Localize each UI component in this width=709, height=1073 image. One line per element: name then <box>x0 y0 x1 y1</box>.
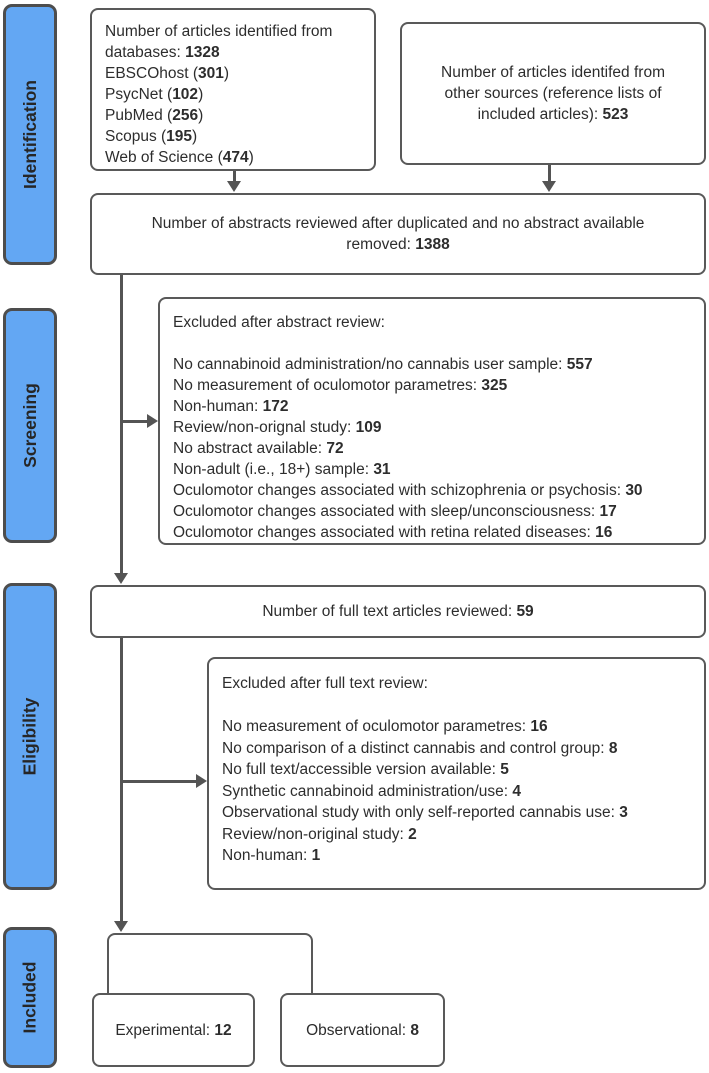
screening-excluded-item: Oculomotor changes associated with sleep… <box>173 503 617 520</box>
arrowhead-fulltext-exclusions <box>196 774 207 788</box>
fulltext-excluded-item: Observational study with only self-repor… <box>222 804 628 821</box>
stage-label-eligibility-text: Eligibility <box>19 697 40 776</box>
branch-line-screening-exclusions <box>120 420 148 423</box>
box-observational: Observational: 8 <box>280 993 445 1067</box>
fulltext-excluded-item: Non-human: 1 <box>222 847 321 864</box>
arrowhead-fulltext-to-included <box>114 921 128 932</box>
screening-excluded-item: Non-adult (i.e., 18+) sample: 31 <box>173 461 391 478</box>
arrowhead-othersources-to-abstracts <box>542 181 556 192</box>
database-item: PubMed (256) <box>105 107 204 124</box>
screening-excluded-item: Non-human: 172 <box>173 398 289 415</box>
stage-label-eligibility: Eligibility <box>3 583 57 890</box>
box-fulltext-excluded: Excluded after full text review: No meas… <box>207 657 706 890</box>
stage-label-included: Included <box>3 927 57 1068</box>
experimental-text: Experimental: 12 <box>115 1021 232 1039</box>
screening-excluded-item: Oculomotor changes associated with retin… <box>173 524 613 541</box>
box-screening-excluded: Excluded after abstract review: No canna… <box>158 297 706 545</box>
blank-line <box>173 333 696 354</box>
stage-label-screening-text: Screening <box>19 383 40 468</box>
stage-label-identification: Identification <box>3 4 57 265</box>
screening-excluded-header: Excluded after abstract review: <box>173 314 385 331</box>
observational-text: Observational: 8 <box>306 1021 419 1039</box>
branch-line-fulltext-exclusions <box>120 780 197 783</box>
box-abstracts-reviewed: Number of abstracts reviewed after dupli… <box>90 193 706 275</box>
fulltext-excluded-item: No comparison of a distinct cannabis and… <box>222 739 618 757</box>
arrow-line-othersources-to-abstracts <box>548 165 551 183</box>
box-databases: Number of articles identified from datab… <box>90 8 376 171</box>
stage-label-screening: Screening <box>3 308 57 543</box>
database-item: EBSCOhost (301) <box>105 65 230 82</box>
database-item: PsycNet (102) <box>105 86 204 103</box>
screening-excluded-item: Oculomotor changes associated with schiz… <box>173 482 643 499</box>
fulltext-excluded-header: Excluded after full text review: <box>222 675 428 692</box>
fulltext-excluded-item: Review/non-original study: 2 <box>222 825 417 843</box>
box-experimental: Experimental: 12 <box>92 993 255 1067</box>
blank-line <box>222 695 696 717</box>
screening-excluded-item: No abstract available: 72 <box>173 440 344 457</box>
arrow-line-abstracts-to-fulltext <box>120 275 123 575</box>
arrowhead-abstracts-to-fulltext <box>114 573 128 584</box>
screening-excluded-item: Review/non-orignal study: 109 <box>173 419 382 436</box>
other-sources-text: Number of articles identifed from other … <box>441 64 665 123</box>
arrow-line-databases-to-abstracts <box>233 171 236 183</box>
screening-excluded-item: No cannabinoid administration/no cannabi… <box>173 356 593 373</box>
fulltext-excluded-item: No measurement of oculomotor parametres:… <box>222 718 548 735</box>
database-item: Scopus (195) <box>105 128 198 145</box>
database-item: Web of Science (474) <box>105 149 254 166</box>
fulltext-excluded-item: Synthetic cannabinoid administration/use… <box>222 782 521 800</box>
fulltext-excluded-item: No full text/accessible version availabl… <box>222 761 509 778</box>
included-split-connector <box>107 933 313 995</box>
fulltext-reviewed-text: Number of full text articles reviewed: 5… <box>262 603 534 620</box>
box-fulltext-reviewed: Number of full text articles reviewed: 5… <box>90 585 706 638</box>
arrowhead-databases-to-abstracts <box>227 181 241 192</box>
screening-excluded-item: No measurement of oculomotor parametres:… <box>173 377 508 394</box>
arrowhead-screening-exclusions <box>147 414 158 428</box>
abstracts-reviewed-text: Number of abstracts reviewed after dupli… <box>151 215 645 253</box>
stage-label-identification-text: Identification <box>19 80 40 189</box>
box-other-sources: Number of articles identifed from other … <box>400 22 706 165</box>
databases-total-line: Number of articles identified from datab… <box>105 23 333 61</box>
stage-label-included-text: Included <box>19 961 40 1034</box>
